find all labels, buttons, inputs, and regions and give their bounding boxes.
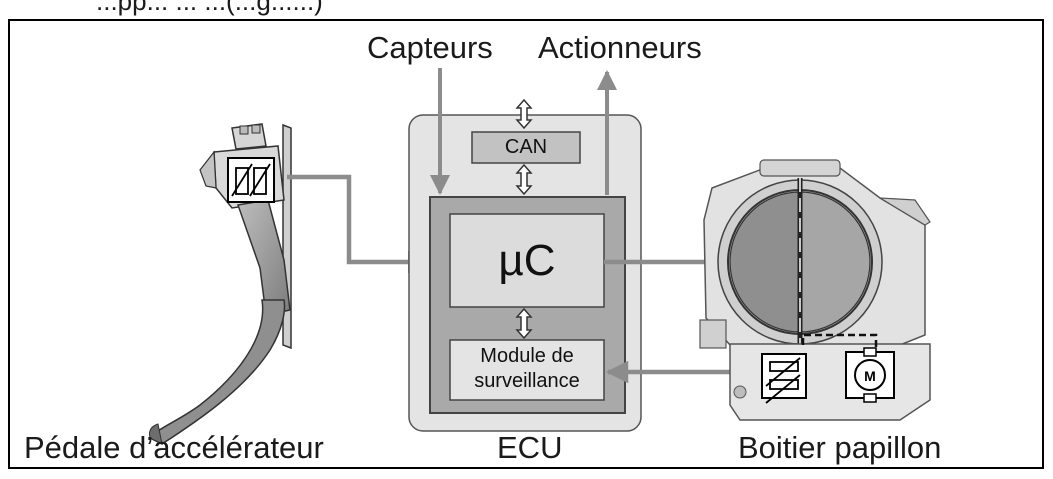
svg-text:M: M — [864, 368, 876, 384]
motor-icon: M — [845, 347, 895, 403]
throttle-sensor-icon — [761, 353, 807, 404]
double-arrow-top — [515, 98, 533, 130]
uc-box — [449, 213, 605, 308]
can-label: CAN — [504, 136, 548, 158]
can-box — [471, 131, 581, 164]
boitier-label: Boitier papillon — [738, 430, 942, 465]
pedal-to-uc-arrow — [287, 174, 431, 274]
double-arrow-can — [515, 163, 533, 196]
uc-label: µC — [498, 236, 556, 285]
monitoring-module-box — [449, 339, 605, 401]
double-arrow-module — [515, 307, 533, 340]
actionneurs-label: Actionneurs — [538, 30, 702, 65]
capteurs-label: Capteurs — [367, 30, 493, 65]
module-label-line1: Module de — [480, 345, 574, 367]
ecu-label: ECU — [497, 430, 563, 465]
module-label-line2: surveillance — [474, 370, 580, 392]
module-label: Module de surveillance — [450, 344, 604, 394]
throttle-body-icon: M — [699, 159, 931, 421]
accelerator-pedal-icon — [148, 123, 292, 445]
header-fragment: ...pp... ... ...(...g......) — [96, 0, 323, 16]
pedale-label: Pédale d’accélérateur — [24, 430, 324, 465]
